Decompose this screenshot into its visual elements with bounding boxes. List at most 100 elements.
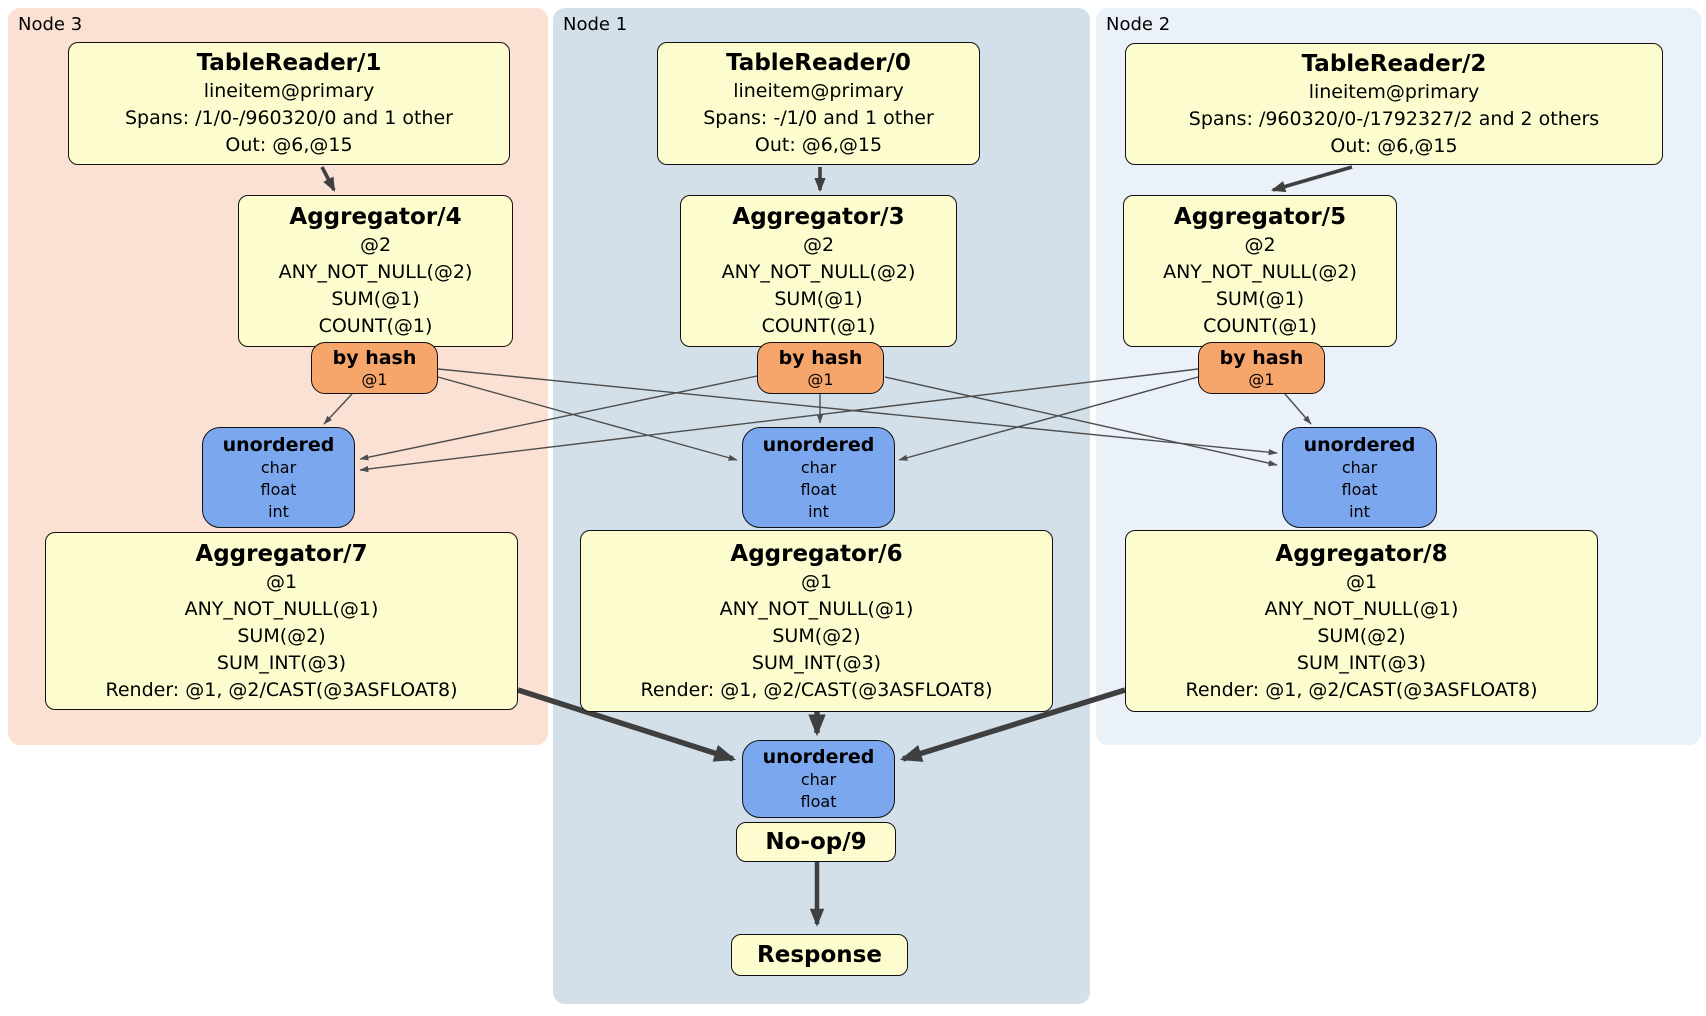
- sync-column-type: int: [268, 501, 289, 521]
- region-label-node1: Node 1: [563, 14, 628, 35]
- processor-title: Aggregator/7: [195, 540, 368, 567]
- processor-detail: Spans: /1/0-/960320/0 and 1 other: [125, 107, 453, 129]
- processor-tablereader-2: TableReader/2 lineitem@primary Spans: /9…: [1125, 43, 1663, 165]
- processor-detail: Out: @6,@15: [225, 134, 353, 156]
- processor-detail: @1: [1345, 570, 1378, 593]
- processor-detail: @2: [1244, 234, 1276, 256]
- sync-title: unordered: [1303, 433, 1416, 456]
- sync-column-type: char: [1341, 457, 1378, 477]
- processor-detail: ANY_NOT_NULL(@1): [1264, 597, 1459, 620]
- processor-detail: Spans: /960320/0-/1792327/2 and 2 others: [1188, 107, 1600, 130]
- processor-title: TableReader/0: [726, 50, 911, 76]
- processor-aggregator-3: Aggregator/3 @2 ANY_NOT_NULL(@2) SUM(@1)…: [680, 195, 957, 347]
- processor-aggregator-5: Aggregator/5 @2 ANY_NOT_NULL(@2) SUM(@1)…: [1123, 195, 1397, 347]
- processor-detail: lineitem@primary: [1308, 80, 1480, 103]
- processor-title: Response: [757, 942, 882, 968]
- processor-detail: ANY_NOT_NULL(@2): [1163, 261, 1357, 283]
- edge-tablereader1-to-aggregator4: [320, 166, 336, 192]
- edge-aggregator8-to-final-sync: [899, 687, 1126, 762]
- router-detail: @1: [1248, 369, 1275, 389]
- processor-detail: lineitem@primary: [733, 80, 904, 102]
- processor-detail: SUM(@2): [772, 624, 861, 647]
- processor-title: Aggregator/3: [732, 204, 905, 230]
- processor-detail: ANY_NOT_NULL(@2): [278, 261, 473, 283]
- processor-noop-9: No-op/9: [736, 822, 896, 862]
- sync-unordered-node3: unordered char float int: [202, 427, 355, 528]
- processor-detail: @1: [265, 570, 298, 593]
- edge-aggregator7-to-final-sync: [517, 687, 737, 762]
- edge-router1-to-sync3: [359, 375, 758, 461]
- sync-column-type: int: [1349, 501, 1370, 521]
- edge-router2-to-sync3: [359, 368, 1199, 473]
- sync-column-type: char: [800, 457, 837, 477]
- sync-column-type: int: [808, 501, 829, 521]
- region-label-node3: Node 3: [18, 14, 83, 35]
- router-title: by hash: [1219, 346, 1304, 369]
- edge-router1-to-sync2: [884, 376, 1278, 467]
- processor-detail: SUM(@1): [1215, 288, 1305, 310]
- edge-router3-to-sync3: [323, 393, 353, 425]
- processor-detail: @2: [802, 234, 835, 256]
- processor-detail: Out: @6,@15: [1330, 134, 1458, 157]
- edge-router2-to-sync1: [898, 376, 1199, 461]
- processor-detail: Spans: -/1/0 and 1 other: [703, 107, 934, 129]
- sync-unordered-node2: unordered char float int: [1282, 427, 1437, 528]
- router-title: by hash: [332, 346, 417, 369]
- processor-aggregator-6: Aggregator/6 @1 ANY_NOT_NULL(@1) SUM(@2)…: [580, 530, 1053, 712]
- router-by-hash-node2: by hash @1: [1198, 342, 1325, 394]
- processor-tablereader-1: TableReader/1 lineitem@primary Spans: /1…: [68, 42, 510, 165]
- region-label-node2: Node 2: [1106, 14, 1171, 35]
- processor-detail: @1: [800, 570, 833, 593]
- router-by-hash-node1: by hash @1: [757, 342, 884, 394]
- processor-aggregator-7: Aggregator/7 @1 ANY_NOT_NULL(@1) SUM(@2)…: [45, 532, 518, 710]
- processor-detail: SUM(@2): [237, 624, 326, 647]
- processor-detail: ANY_NOT_NULL(@2): [721, 261, 916, 283]
- processor-title: No-op/9: [765, 829, 867, 855]
- processor-detail: SUM_INT(@3): [216, 651, 347, 674]
- processor-aggregator-4: Aggregator/4 @2 ANY_NOT_NULL(@2) SUM(@1)…: [238, 195, 513, 347]
- processor-title: Aggregator/4: [289, 204, 462, 230]
- processor-detail: ANY_NOT_NULL(@1): [184, 597, 379, 620]
- processor-detail: @2: [359, 234, 392, 256]
- processor-aggregator-8: Aggregator/8 @1 ANY_NOT_NULL(@1) SUM(@2)…: [1125, 530, 1598, 712]
- processor-detail: ANY_NOT_NULL(@1): [719, 597, 914, 620]
- sync-column-type: char: [260, 457, 297, 477]
- sync-unordered-node1: unordered char float int: [742, 427, 895, 528]
- sync-unordered-final: unordered char float: [742, 740, 895, 818]
- edge-router3-to-sync1: [437, 376, 738, 461]
- processor-detail: lineitem@primary: [203, 80, 375, 102]
- sync-column-type: float: [1341, 479, 1378, 499]
- processor-title: TableReader/2: [1301, 50, 1487, 77]
- processor-detail: SUM_INT(@3): [1296, 651, 1427, 674]
- sync-title: unordered: [762, 433, 875, 456]
- processor-detail: Render: @1, @2/CAST(@3ASFLOAT8): [105, 678, 458, 701]
- sync-title: unordered: [762, 746, 875, 768]
- processor-response: Response: [731, 934, 908, 976]
- processor-title: TableReader/1: [196, 50, 382, 76]
- processor-detail: Render: @1, @2/CAST(@3ASFLOAT8): [640, 678, 993, 701]
- sync-column-type: float: [800, 479, 837, 499]
- router-detail: @1: [361, 369, 388, 389]
- processor-detail: COUNT(@1): [318, 315, 433, 337]
- router-by-hash-node3: by hash @1: [311, 342, 438, 394]
- processor-detail: SUM_INT(@3): [751, 651, 882, 674]
- processor-tablereader-0: TableReader/0 lineitem@primary Spans: -/…: [657, 42, 980, 165]
- sync-column-type: float: [260, 479, 297, 499]
- processor-detail: Render: @1, @2/CAST(@3ASFLOAT8): [1185, 678, 1538, 701]
- edge-router3-to-sync2: [437, 368, 1278, 456]
- router-title: by hash: [778, 346, 863, 369]
- processor-detail: COUNT(@1): [1203, 315, 1317, 337]
- processor-detail: Out: @6,@15: [754, 134, 883, 156]
- edge-router2-to-sync2: [1284, 393, 1312, 425]
- processor-detail: SUM(@2): [1317, 624, 1406, 647]
- router-detail: @1: [807, 369, 834, 389]
- processor-detail: SUM(@1): [331, 288, 420, 310]
- processor-title: Aggregator/5: [1173, 204, 1347, 230]
- sync-column-type: float: [800, 792, 837, 811]
- sync-column-type: char: [800, 770, 837, 789]
- processor-title: Aggregator/8: [1275, 540, 1448, 567]
- edge-tablereader2-to-aggregator5: [1270, 165, 1353, 193]
- processor-title: Aggregator/6: [730, 540, 903, 567]
